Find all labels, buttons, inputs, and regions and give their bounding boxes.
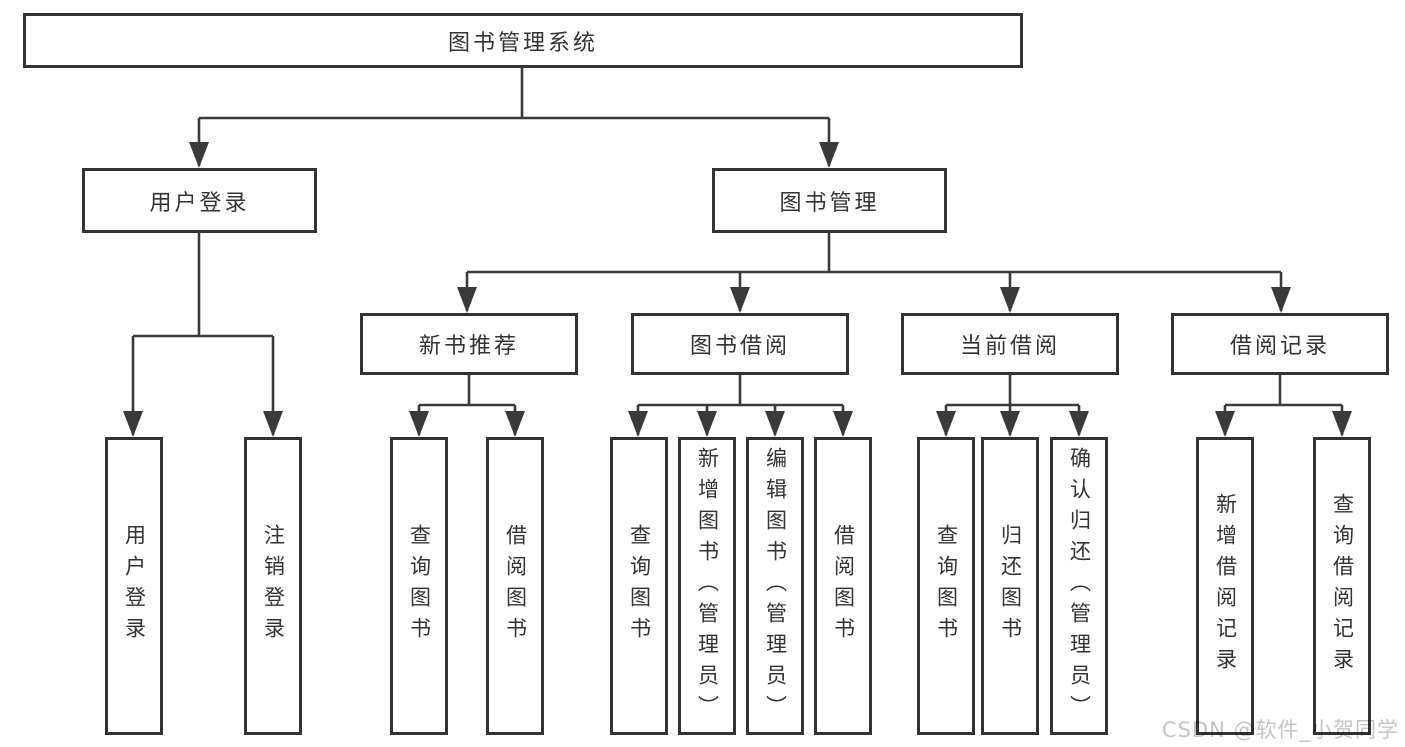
connector-userlogin-to-leaves: [131, 233, 275, 435]
arrowhead: [1271, 287, 1291, 313]
node-leaf-query-borrow-record: 查询借阅记录: [1313, 437, 1371, 735]
node-user-login: 用户登录: [82, 168, 317, 233]
node-leaf-query-books-3: 查询图书: [917, 437, 975, 735]
csdn-watermark: CSDN @软件_小贺同学: [1161, 718, 1399, 742]
connector-newbookrec-to-leaves: [417, 375, 517, 435]
arrowhead: [409, 411, 429, 437]
arrowhead: [457, 287, 477, 313]
arrowhead: [833, 411, 853, 437]
arrowhead: [697, 411, 717, 437]
leaf-label: 查询图书: [627, 524, 652, 648]
arrowhead: [263, 411, 283, 437]
leaf-label: 查询图书: [934, 524, 959, 648]
connector-bookborrow-to-leaves: [636, 375, 845, 435]
node-leaf-edit-books-admin: 编辑图书（管理员）: [746, 437, 804, 735]
node-leaf-logout: 注销登录: [244, 437, 302, 735]
node-leaf-query-books-1: 查询图书: [390, 437, 448, 735]
arrowhead: [936, 411, 956, 437]
node-leaf-add-books-admin: 新增图书（管理员）: [678, 437, 736, 735]
node-new-book-recommendation: 新书推荐: [360, 313, 578, 375]
node-leaf-add-borrow-record: 新增借阅记录: [1196, 437, 1254, 735]
arrowhead: [189, 142, 209, 168]
connector-currentborrow-to-leaves: [944, 375, 1081, 435]
connector-root-to-level2: [197, 68, 831, 166]
connector-bookmgmt-to-level3: [465, 233, 1283, 311]
leaf-label: 新增图书（管理员）: [695, 446, 720, 726]
leaf-label: 借阅图书: [831, 524, 856, 648]
node-leaf-borrow-books-2: 借阅图书: [814, 437, 872, 735]
leaf-label: 归还图书: [998, 524, 1023, 648]
arrowhead: [505, 411, 525, 437]
arrowhead: [123, 411, 143, 437]
arrowhead: [1000, 411, 1020, 437]
leaf-label: 借阅图书: [503, 524, 528, 648]
node-library-management-system: 图书管理系统: [23, 13, 1023, 68]
leaf-label: 确认归还（管理员）: [1067, 446, 1092, 726]
leaf-label: 新增借阅记录: [1213, 493, 1238, 679]
node-book-management: 图书管理: [712, 168, 947, 233]
node-leaf-confirm-return-admin: 确认归还（管理员）: [1050, 437, 1108, 735]
node-leaf-return-books: 归还图书: [981, 437, 1039, 735]
leaf-label: 查询借阅记录: [1330, 493, 1355, 679]
arrowhead: [1000, 287, 1020, 313]
node-book-borrowing: 图书借阅: [631, 313, 849, 375]
arrowhead: [1332, 411, 1352, 437]
arrowhead: [1069, 411, 1089, 437]
leaf-label: 用户登录: [122, 524, 147, 648]
node-leaf-borrow-books-1: 借阅图书: [486, 437, 544, 735]
arrowhead: [730, 287, 750, 313]
arrowhead: [628, 411, 648, 437]
node-leaf-user-login: 用户登录: [105, 437, 163, 735]
arrowhead: [765, 411, 785, 437]
leaf-label: 编辑图书（管理员）: [763, 446, 788, 726]
node-borrowing-records: 借阅记录: [1171, 313, 1389, 375]
connector-borrowrecord-to-leaves: [1223, 375, 1344, 435]
node-leaf-query-books-2: 查询图书: [610, 437, 668, 735]
arrowhead: [1215, 411, 1235, 437]
leaf-label: 查询图书: [407, 524, 432, 648]
arrowhead: [819, 142, 839, 168]
node-current-borrowing: 当前借阅: [901, 313, 1119, 375]
leaf-label: 注销登录: [261, 524, 286, 648]
